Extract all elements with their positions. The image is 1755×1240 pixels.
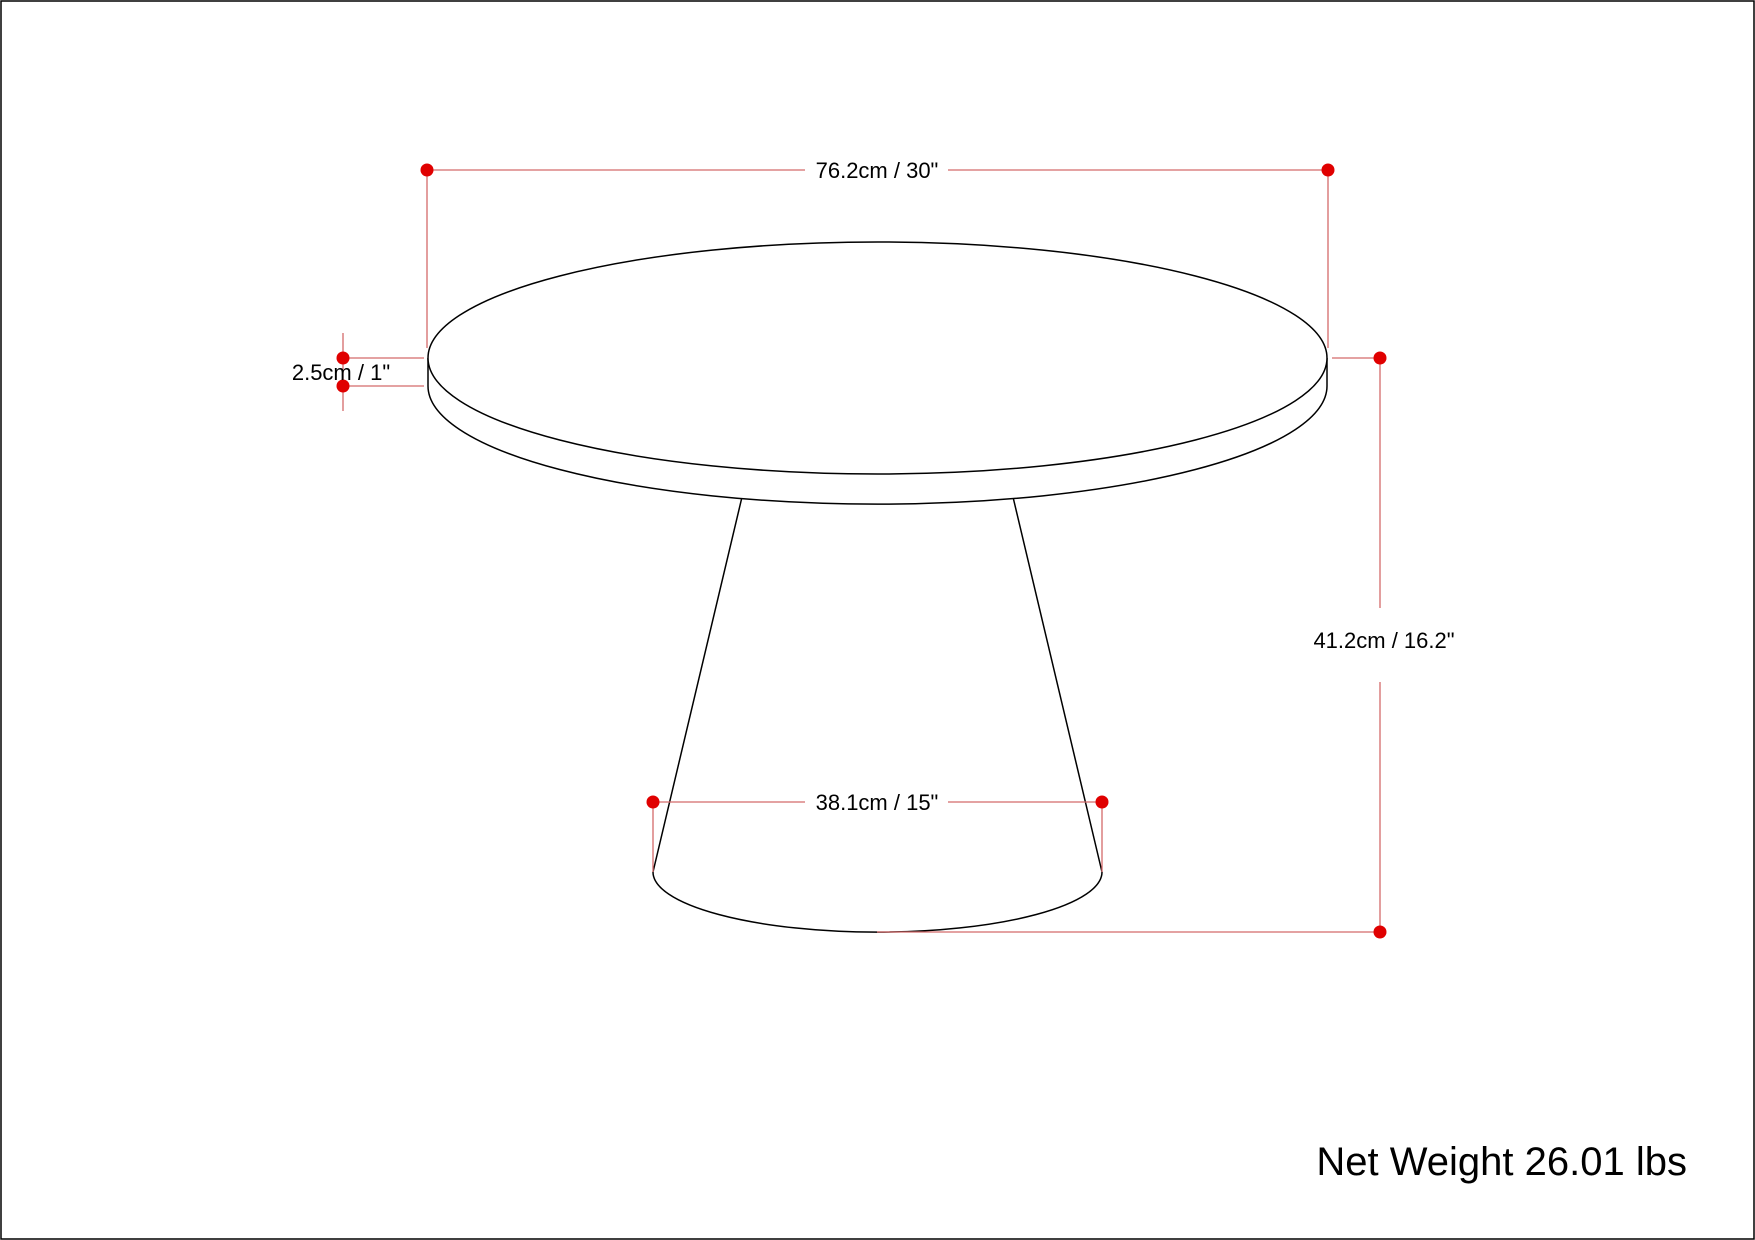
dimension-label-top-thickness: 2.5cm / 1": [292, 360, 390, 385]
dimension-dot: [336, 351, 350, 365]
dimension-dot: [1095, 795, 1109, 809]
dimension-label-top-width: 76.2cm / 30": [816, 158, 939, 183]
dimension-dot: [1321, 163, 1335, 177]
dimension-label-height: 41.2cm / 16.2": [1313, 628, 1454, 653]
dimension-base-width: 38.1cm / 15": [646, 790, 1109, 872]
dimension-dot: [1373, 925, 1387, 939]
dimension-dot: [646, 795, 660, 809]
dimension-label-base-width: 38.1cm / 15": [816, 790, 939, 815]
dimension-dot: [1373, 351, 1387, 365]
dimension-height: 41.2cm / 16.2": [877, 351, 1455, 939]
table-pedestal: [652, 496, 1103, 873]
net-weight-label: Net Weight 26.01 lbs: [1316, 1140, 1687, 1184]
table-top: [427, 241, 1328, 475]
dimension-dot: [336, 379, 350, 393]
table-base: [652, 871, 1103, 933]
table-drawing: [427, 241, 1328, 933]
dimension-dot: [420, 163, 434, 177]
dimension-top-width: 76.2cm / 30": [420, 158, 1335, 348]
dimension-top-thickness: 2.5cm / 1": [292, 333, 424, 411]
